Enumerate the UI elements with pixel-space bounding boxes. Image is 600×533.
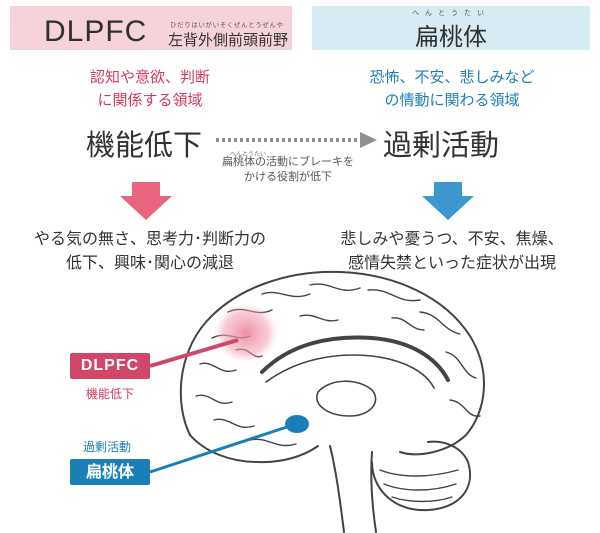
dlpfc-effect-line-2: 低下、興味･関心の減退: [65, 253, 234, 272]
gyrus-fold: [309, 283, 361, 291]
cerebellum-fold: [391, 496, 453, 503]
amygdala-leader-line: [149, 424, 291, 474]
amygdala-tag: 扁桃体: [70, 459, 150, 485]
gyrus-fold: [213, 418, 255, 428]
connector-note-line-2: かける役割が低下: [244, 170, 332, 183]
dotted-connector-arrowhead: [360, 132, 377, 148]
gyrus-fold: [449, 399, 481, 417]
amygdala-highlight: [285, 415, 309, 433]
brain-outline: [179, 270, 485, 456]
gyrus-fold: [391, 317, 425, 331]
temporal-lobe-edge: [189, 434, 319, 464]
dlpfc-description-line-2: に関係する領域: [97, 91, 203, 109]
gyrus-fold: [299, 314, 339, 322]
amygdala-state: 過剰活動: [383, 128, 500, 162]
amygdala-title-ruby: へんとうたい: [412, 9, 490, 17]
dlpfc-header: DLPFC ひだりはいがいそくぜんとうぜんや 左背外側前頭前野: [10, 6, 292, 50]
dlpfc-title: DLPFC: [44, 15, 148, 48]
gyrus-fold: [261, 291, 311, 298]
dlpfc-effect: やる気の無さ、思考力･判断力の 低下、興味･関心の減退: [10, 227, 290, 275]
dlpfc-highlight: [214, 303, 278, 363]
corpus-callosum-inner: [265, 354, 435, 389]
dlpfc-leader-line: [149, 338, 239, 368]
dlpfc-state: 機能低下: [86, 128, 203, 162]
gyrus-fold: [445, 351, 477, 379]
corpus-callosum: [260, 335, 450, 382]
dlpfc-tag: DLPFC: [70, 353, 150, 379]
connector-note: 扁桃体の活動にブレーキを かける役割が低下: [213, 154, 363, 184]
pink-down-arrow-icon: [120, 182, 172, 220]
brain-stem: [329, 445, 345, 533]
gyrus-fold: [249, 438, 297, 447]
amygdala-description-line-1: 恐怖、不安、悲しみなど: [369, 68, 535, 86]
dlpfc-description: 認知や意欲、判断 に関係する領域: [10, 66, 290, 112]
cerebellum-fold: [379, 469, 459, 477]
blue-down-arrow-icon: [422, 182, 474, 220]
thalamus: [316, 380, 377, 417]
gyrus-fold: [419, 311, 461, 335]
amygdala-description-line-2: の情動に関わる領域: [384, 91, 520, 109]
connector-note-line-1: 扁桃体の活動にブレーキを: [222, 155, 354, 168]
dlpfc-tag-state: 機能低下: [86, 387, 135, 401]
dlpfc-effect-line-1: やる気の無さ、思考力･判断力の: [33, 229, 266, 248]
amygdala-title: 扁桃体: [415, 23, 487, 51]
gyrus-fold: [367, 289, 421, 302]
cerebellum-fold: [383, 483, 457, 491]
dlpfc-description-line-1: 認知や意欲、判断: [89, 68, 210, 86]
amygdala-effect-line-1: 悲しみや憂うつ、不安、焦燥、: [340, 229, 564, 248]
gyrus-fold: [195, 394, 233, 404]
dlpfc-subtitle-ruby: ひだりはいがいそくぜんとうぜんや: [170, 21, 284, 29]
amygdala-effect: 悲しみや憂うつ、不安、焦燥、 感情失禁といった症状が出現: [312, 227, 592, 275]
brain-stem: [370, 451, 377, 533]
dlpfc-subtitle: 左背外側前頭前野: [168, 31, 289, 49]
cerebellum: [371, 440, 471, 512]
connector-ruby: へんとうたい: [230, 151, 267, 158]
amygdala-header: へんとうたい 扁桃体: [312, 6, 590, 51]
amygdala-effect-line-2: 感情失禁といった症状が出現: [347, 253, 556, 272]
amygdala-description: 恐怖、不安、悲しみなど の情動に関わる領域: [312, 66, 592, 112]
gyrus-fold: [199, 362, 237, 372]
amygdala-tag-state: 過剰活動: [83, 440, 132, 454]
